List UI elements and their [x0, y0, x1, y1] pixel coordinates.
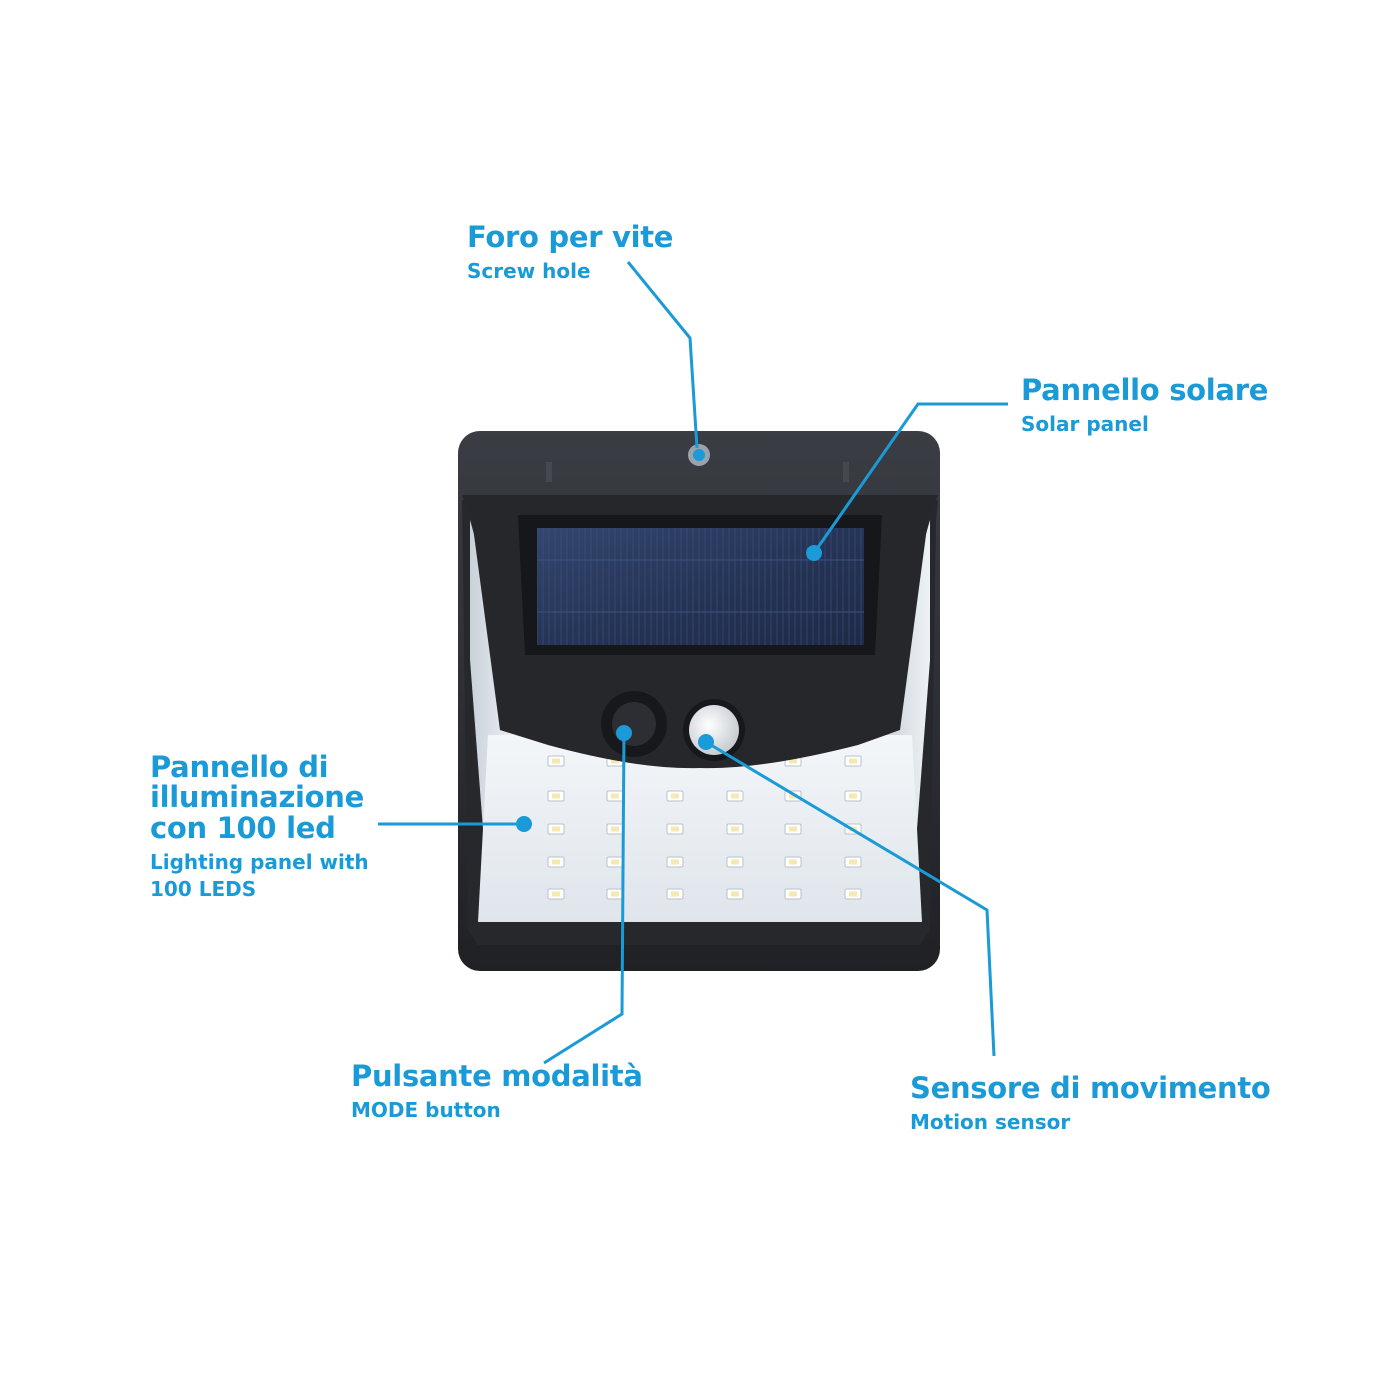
led-emitter — [671, 891, 679, 897]
led-emitter — [731, 793, 739, 799]
led-emitter — [671, 793, 679, 799]
callout-subtitle: Motion sensor — [910, 1110, 1071, 1135]
housing-clip-left — [546, 462, 552, 482]
callout-lighting-panel: Pannello di illuminazione con 100 led Li… — [150, 752, 410, 903]
callout-solar-panel: Pannello solare Solar panel — [1021, 375, 1268, 438]
dot-mode-button — [616, 725, 632, 741]
led-emitter — [611, 826, 619, 832]
callout-motion-sensor: Sensore di movimento Motion sensor — [910, 1073, 1271, 1136]
led-emitter — [789, 859, 797, 865]
led-emitter — [849, 793, 857, 799]
callout-subtitle: Lighting panel with 100 LEDS — [150, 850, 369, 902]
callout-lines — [378, 261, 1008, 1065]
callout-title: Foro per vite — [467, 220, 674, 254]
leader-motion-sensor — [705, 740, 996, 1057]
leader-solar-panel — [812, 402, 1008, 554]
mode-button — [601, 691, 667, 757]
led-emitter — [611, 891, 619, 897]
screw-hole — [688, 444, 710, 466]
led-emitter — [552, 859, 560, 865]
led-emitter — [552, 758, 560, 764]
led-emitter — [789, 793, 797, 799]
led-emitter — [731, 826, 739, 832]
led-emitter — [731, 891, 739, 897]
led-emitter — [552, 891, 560, 897]
led-emitter — [849, 891, 857, 897]
callout-title: Pulsante modalità — [351, 1059, 643, 1093]
led-emitter — [789, 758, 797, 764]
led-emitter — [789, 891, 797, 897]
led-emitter — [552, 793, 560, 799]
callout-title: Sensore di movimento — [910, 1071, 1271, 1105]
callout-subtitle: MODE button — [351, 1098, 501, 1123]
motion-sensor — [683, 699, 745, 761]
lighting-panel — [470, 520, 930, 922]
led-emitter — [671, 859, 679, 865]
callout-subtitle: Solar panel — [1021, 412, 1149, 437]
dot-lighting-panel — [516, 816, 532, 832]
led-emitter — [611, 859, 619, 865]
led-emitter — [552, 826, 560, 832]
led-emitter — [731, 859, 739, 865]
leader-mode-button — [543, 729, 626, 1065]
mode-button-cap — [612, 702, 656, 746]
dot-motion-sensor — [698, 734, 714, 750]
callout-subtitle: Screw hole — [467, 259, 591, 284]
callout-title: Pannello di illuminazione con 100 led — [150, 750, 364, 845]
callout-title: Pannello solare — [1021, 373, 1269, 407]
dot-solar-panel — [806, 545, 822, 561]
callout-dots — [516, 545, 822, 832]
callout-mode-button: Pulsante modalità MODE button — [351, 1061, 643, 1124]
led-emitter — [849, 859, 857, 865]
leader-screw-hole — [626, 261, 699, 449]
housing-clip-right — [843, 462, 849, 482]
screw-hole-center — [693, 449, 705, 461]
solar-panel — [462, 495, 938, 769]
led-emitter — [611, 758, 619, 764]
led-emitter — [849, 758, 857, 764]
led-emitter — [671, 826, 679, 832]
led-emitter — [611, 793, 619, 799]
callout-screw-hole: Foro per vite Screw hole — [467, 222, 673, 285]
led-front-panel — [478, 735, 922, 922]
led-emitter — [789, 826, 797, 832]
